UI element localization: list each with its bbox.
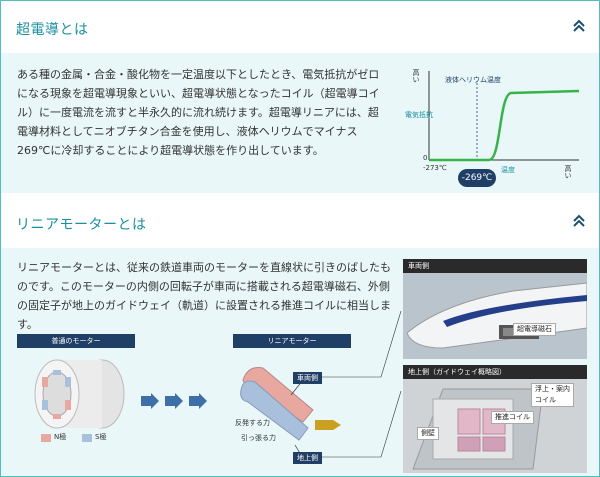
- graph-y-label: 電気抵抗: [405, 111, 433, 119]
- section-header-superconductivity[interactable]: 超電導とは: [1, 6, 599, 46]
- graph-origin: 0: [423, 154, 428, 162]
- resistance-temperature-graph: 高い 電気抵抗 液体ヘリウム温度 0 -273℃ 温度 高い -269℃: [401, 65, 591, 190]
- normal-motor-label: 普通のモーター: [17, 334, 135, 348]
- section-header-linear-motor[interactable]: リニアモーターとは: [1, 201, 599, 241]
- attract-force-label: 引っ張る力: [241, 434, 276, 442]
- ground-side-label: 地上側: [293, 452, 322, 464]
- collapse-chevron-icon[interactable]: [571, 18, 587, 34]
- graph-helium-label: 液体ヘリウム温度: [445, 76, 501, 84]
- linear-motor-label: リニアモーター: [233, 334, 351, 348]
- graph-x-label: 温度: [501, 166, 515, 174]
- collapse-chevron-icon[interactable]: [571, 213, 587, 229]
- n-pole-swatch: [41, 434, 51, 442]
- transform-arrows-icon: [141, 393, 207, 409]
- graph-x-high: 高い: [564, 165, 572, 179]
- linear-motor-diagram: リニアモーター 車両側 反発する力 引っ張る力 地上側: [233, 334, 353, 464]
- normal-motor-diagram: 普通のモーター N極 S極: [17, 334, 137, 454]
- connector-lines: [321, 310, 402, 458]
- graph-x-start: -273℃: [423, 164, 447, 172]
- section-title: 超電導とは: [16, 22, 89, 38]
- section-paragraph: リニアモーターとは、従来の鉄道車両のモーターを直線状に引きのばしたものです。この…: [17, 261, 391, 331]
- vehicle-side-label: 車両側: [293, 372, 322, 384]
- vehicle-photo-label: 車両側: [403, 259, 587, 273]
- section-title: リニアモーターとは: [16, 217, 147, 233]
- guideway-photo-label: 地上側（ガイドウェイ概略図）: [403, 365, 587, 379]
- s-pole-label: S極: [95, 433, 107, 441]
- maglev-train-icon: [403, 273, 587, 359]
- section-body-superconductivity: ある種の金属・合金・酸化物を一定温度以下としたとき、電気抵抗がゼロになる現象を超…: [1, 53, 599, 193]
- levitation-coil-callout: 浮上・案内 コイル: [531, 383, 574, 407]
- vehicle-photo: 車両側 超電導磁石: [403, 259, 587, 359]
- section-paragraph: ある種の金属・合金・酸化物を一定温度以下としたとき、電気抵抗がゼロになる現象を超…: [17, 68, 380, 157]
- sidewall-callout: 側壁: [417, 427, 439, 440]
- helium-temperature-marker: -269℃: [458, 169, 496, 187]
- propulsion-coil-callout: 推進コイル: [491, 411, 534, 424]
- repel-force-label: 反発する力: [235, 419, 270, 427]
- sc-magnet-callout: 超電導磁石: [513, 323, 556, 336]
- guideway-photo: 地上側（ガイドウェイ概略図） 浮上・案内 コイル 推進コイル 側壁: [403, 365, 587, 473]
- graph-y-high: 高い: [412, 69, 420, 83]
- s-pole-swatch: [82, 434, 92, 442]
- n-pole-label: N極: [54, 433, 67, 441]
